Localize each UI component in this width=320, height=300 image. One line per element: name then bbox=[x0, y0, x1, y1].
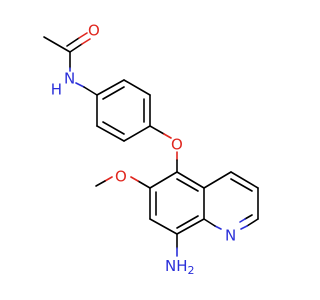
quin-b3 bbox=[176, 218, 205, 235]
bond-methoxy-methyl-b bbox=[95, 180, 106, 187]
bond-n-aryl-b bbox=[83, 86, 98, 96]
amide-nitrogen-label: N bbox=[64, 70, 75, 88]
amide-hydrogen-label: H bbox=[51, 81, 62, 99]
amine-nh-text: NH bbox=[165, 257, 188, 275]
quin-p4a bbox=[246, 218, 259, 227]
bond-carbonyl-o-1b bbox=[81, 38, 91, 45]
quin-b6 bbox=[149, 171, 178, 189]
bond-methoxy-methyl-a bbox=[104, 176, 113, 182]
ring-nitrogen-label: N bbox=[225, 227, 236, 245]
quin-d2 bbox=[176, 215, 199, 229]
bond-n-aryl-a bbox=[75, 82, 85, 88]
bond-quin-methoxy-b bbox=[130, 176, 139, 182]
quin-p5b bbox=[203, 218, 216, 227]
bond-methyl-carbonyl bbox=[43, 36, 71, 53]
molecule-canvas: O N H O O N NH2 bbox=[43, 22, 259, 278]
quin-pd2b bbox=[239, 218, 246, 223]
ring1-d1 bbox=[102, 86, 125, 100]
bond-aryl-ether-a bbox=[149, 125, 165, 135]
quin-p4b bbox=[240, 225, 248, 230]
quin-p1 bbox=[203, 171, 232, 189]
methoxy-oxygen-label: O bbox=[115, 168, 127, 186]
ring1-b4 bbox=[123, 125, 151, 142]
bond-quin-methoxy-a bbox=[137, 180, 151, 189]
quin-p5a bbox=[214, 225, 222, 230]
bond-carbonyl-o-2b bbox=[78, 32, 88, 39]
bond-carbonyl-o-1 bbox=[69, 43, 83, 53]
quin-d1 bbox=[176, 178, 199, 192]
quin-pd2a bbox=[244, 214, 253, 220]
ring1-d3 bbox=[102, 121, 125, 135]
amine-label: NH2 bbox=[165, 257, 195, 278]
bond-carbonyl-o-2 bbox=[66, 37, 80, 47]
carbonyl-oxygen-label: O bbox=[88, 22, 100, 40]
quin-b4 bbox=[149, 218, 178, 235]
structure-diagram: O N H O O N NH2 bbox=[43, 22, 259, 278]
ring1-b2 bbox=[123, 79, 151, 96]
amine-subscript: 2 bbox=[188, 264, 195, 277]
bond-aryl-ether-b bbox=[163, 133, 172, 139]
ether-oxygen-label: O bbox=[171, 136, 183, 154]
quin-b1 bbox=[176, 171, 205, 189]
quin-pd1 bbox=[230, 178, 253, 192]
ring1-b5 bbox=[96, 125, 125, 142]
quin-p2 bbox=[230, 171, 259, 189]
ring1-b1 bbox=[96, 79, 125, 96]
